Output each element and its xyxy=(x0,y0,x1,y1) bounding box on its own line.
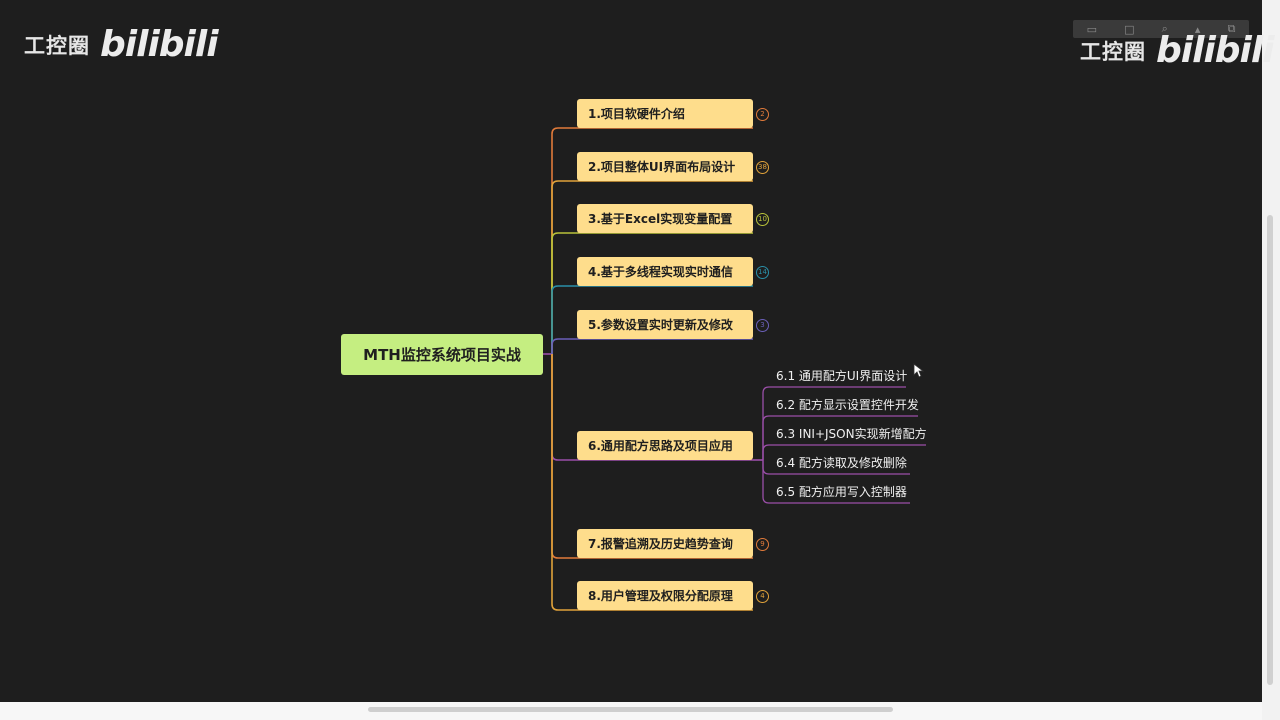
sub-connector xyxy=(762,444,926,460)
watermark-right: 工控圈 bilibili xyxy=(1080,30,1275,71)
vertical-scrollbar-thumb[interactable] xyxy=(1267,215,1273,685)
horizontal-scrollbar[interactable] xyxy=(0,702,1262,720)
branch-connector xyxy=(551,180,753,354)
collapse-count-badge[interactable]: 10 xyxy=(756,212,769,226)
branch-node[interactable]: 1.项目软硬件介绍 xyxy=(577,99,753,128)
branch-node[interactable]: 6.通用配方思路及项目应用 xyxy=(577,431,753,460)
branch-connector xyxy=(551,232,753,354)
branch-node[interactable]: 5.参数设置实时更新及修改 xyxy=(577,310,753,339)
collapse-count-badge[interactable]: 3 xyxy=(756,318,769,332)
up-icon[interactable]: ▴ xyxy=(1194,22,1201,36)
sub-node[interactable]: 6.5 配方应用写入控制器 xyxy=(776,485,907,499)
sub-node[interactable]: 6.4 配方读取及修改删除 xyxy=(776,456,907,470)
branch-connector xyxy=(551,354,753,611)
watermark-left: 工控圈 bilibili xyxy=(24,24,219,65)
watermark-text: 工控圈 xyxy=(24,33,90,58)
branch-connector xyxy=(551,338,753,354)
root-node[interactable]: MTH监控系统项目实战 xyxy=(341,334,543,375)
branch-node[interactable]: 4.基于多线程实现实时通信 xyxy=(577,257,753,286)
branch-connector xyxy=(551,285,753,354)
bilibili-logo: bilibili xyxy=(100,24,219,65)
frame-icon[interactable]: □ xyxy=(1124,22,1135,36)
collapse-count-badge[interactable]: 2 xyxy=(756,107,769,121)
sub-connector xyxy=(762,460,910,504)
collapse-count-badge[interactable]: 9 xyxy=(756,537,769,551)
sub-node[interactable]: 6.1 通用配方UI界面设计 xyxy=(776,369,908,383)
sub-connector xyxy=(762,415,918,460)
vertical-scrollbar[interactable] xyxy=(1262,0,1280,720)
canvas-toolbar[interactable]: ▭ □ ⌕ ▴ ⧉ xyxy=(1073,20,1249,38)
sub-node[interactable]: 6.3 INI+JSON实现新增配方 xyxy=(776,427,927,441)
bilibili-logo: bilibili xyxy=(1156,30,1275,71)
connector-lines xyxy=(543,127,926,611)
zoom-icon[interactable]: ▭ xyxy=(1086,22,1097,36)
search-icon[interactable]: ⌕ xyxy=(1161,22,1168,35)
collapse-count-badge[interactable]: 4 xyxy=(756,589,769,603)
window-icon[interactable]: ⧉ xyxy=(1227,22,1236,35)
branch-node[interactable]: 2.项目整体UI界面布局设计 xyxy=(577,152,753,181)
watermark-text: 工控圈 xyxy=(1080,39,1146,64)
horizontal-scrollbar-thumb[interactable] xyxy=(368,707,893,712)
sub-connector xyxy=(762,386,906,460)
sub-node[interactable]: 6.2 配方显示设置控件开发 xyxy=(776,398,919,412)
collapse-count-badge[interactable]: 38 xyxy=(756,160,769,174)
branch-node[interactable]: 8.用户管理及权限分配原理 xyxy=(577,581,753,610)
branch-connector xyxy=(551,127,753,354)
branch-node[interactable]: 7.报警追溯及历史趋势查询 xyxy=(577,529,753,558)
branch-node[interactable]: 3.基于Excel实现变量配置 xyxy=(577,204,753,233)
collapse-count-badge[interactable]: 14 xyxy=(756,265,769,279)
